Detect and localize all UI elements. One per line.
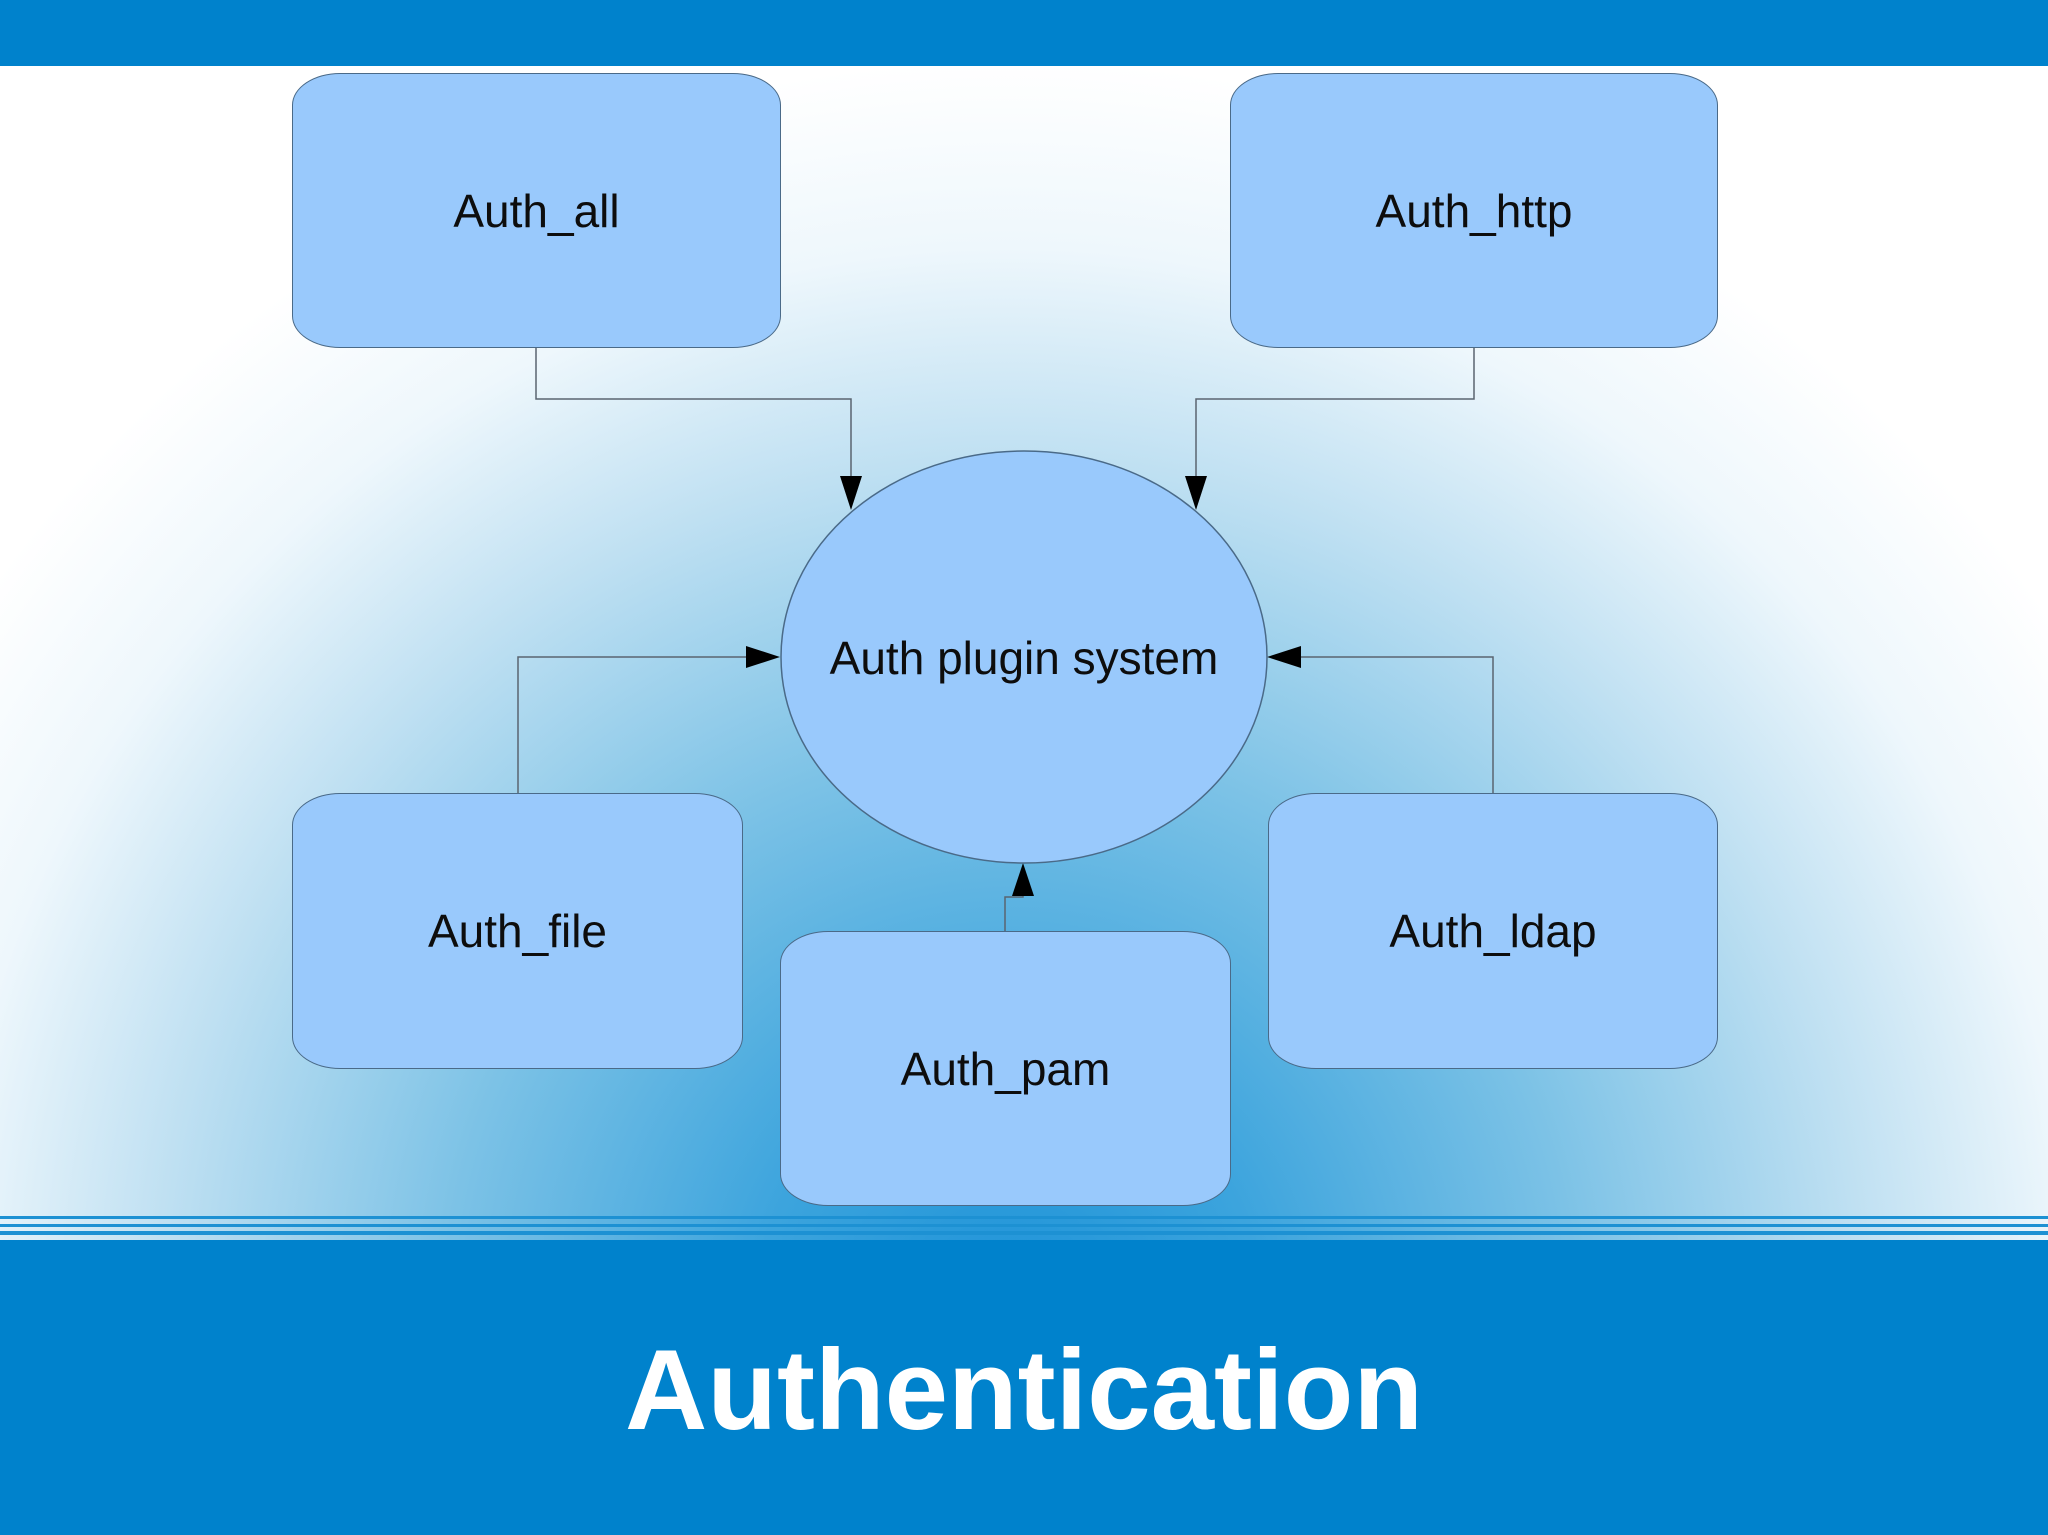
- auth-all-node: Auth_all: [292, 73, 781, 348]
- divider-line: [0, 1231, 2048, 1235]
- auth-pam-label: Auth_pam: [900, 1042, 1111, 1095]
- arrowhead-auth-all: [840, 476, 862, 510]
- auth-http-node: Auth_http: [1230, 73, 1718, 348]
- arrowhead-auth-pam: [1012, 863, 1034, 896]
- auth-file-node: Auth_file: [292, 793, 743, 1069]
- connector-auth-all: [535, 348, 852, 485]
- auth-ldap-node: Auth_ldap: [1268, 793, 1718, 1069]
- auth-ldap-label: Auth_ldap: [1389, 905, 1597, 957]
- auth-plugin-system-node: Auth plugin system: [780, 450, 1268, 864]
- arrowhead-auth-ldap: [1267, 646, 1301, 668]
- auth-all-label: Auth_all: [453, 184, 620, 237]
- connector-auth-ldap: [1297, 656, 1494, 793]
- connector-auth-file: [517, 656, 750, 793]
- divider-line: [0, 1216, 2048, 1219]
- auth-pam-node: Auth_pam: [780, 931, 1231, 1206]
- arrowhead-auth-file: [746, 646, 780, 668]
- auth-plugin-system-label: Auth plugin system: [830, 632, 1219, 684]
- auth-http-label: Auth_http: [1375, 184, 1573, 237]
- arrowhead-auth-http: [1185, 476, 1207, 510]
- divider-line: [0, 1224, 2048, 1227]
- connector-auth-pam: [1004, 890, 1024, 931]
- slide-title: Authentication: [625, 1327, 1423, 1454]
- title-band: [0, 1240, 2048, 1535]
- top-band: [0, 0, 2048, 66]
- auth-file-label: Auth_file: [427, 905, 607, 957]
- connector-auth-http: [1195, 348, 1475, 485]
